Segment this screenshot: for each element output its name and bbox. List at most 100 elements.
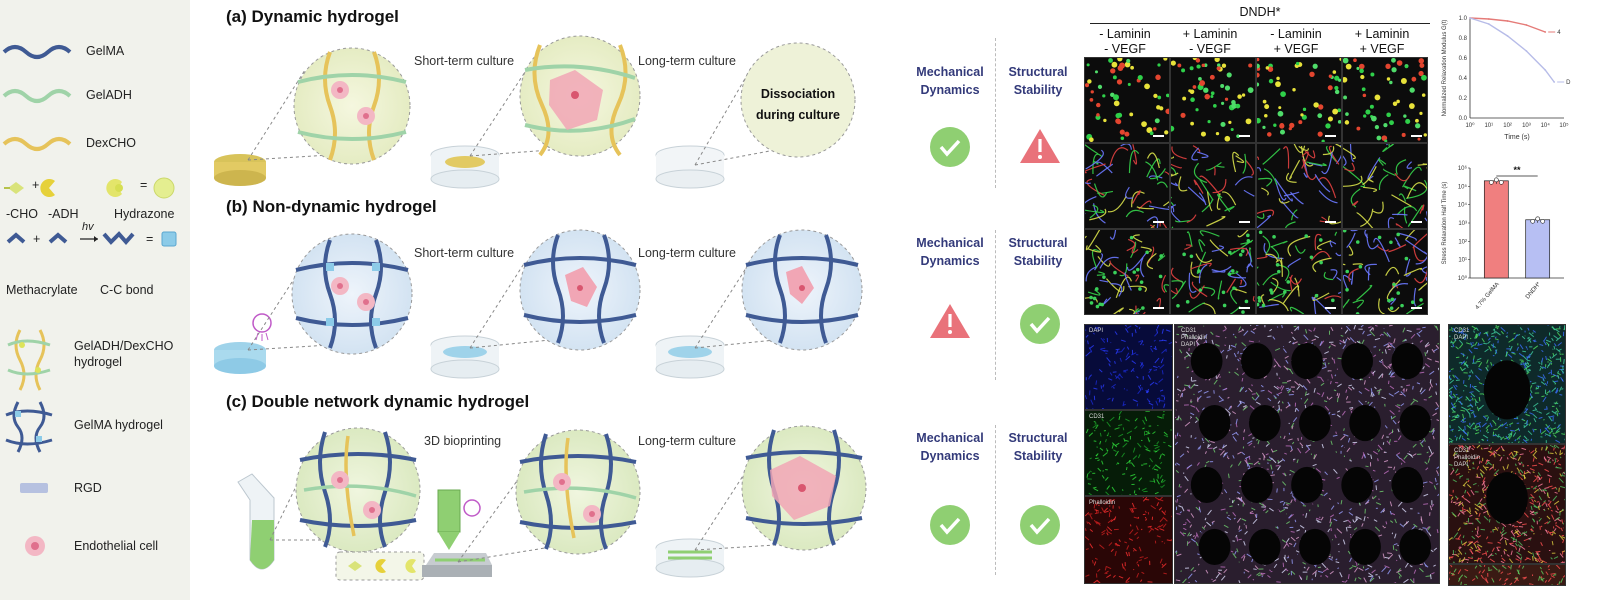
zoom-merged-image: CD31 Phalloidin DAPI — [1448, 444, 1566, 564]
bar-chart-y-tick: 10² — [1458, 239, 1467, 245]
section-b-title-row: (b) Non-dynamic hydrogel — [226, 197, 437, 217]
legend-label-endothelial-cell: Endothelial cell — [74, 539, 159, 553]
status-divider-c — [995, 425, 997, 575]
line-chart-x-tick: 10¹ — [1484, 123, 1493, 129]
legend-label-cho: -CHO — [6, 207, 38, 221]
merged-phalloidin-label: Phalloidin — [1181, 335, 1208, 341]
line-series-2 — [1469, 17, 1555, 83]
line-point — [1487, 23, 1490, 25]
legend-label-gelma: GelMA — [86, 44, 125, 58]
struct-label-a: Structural Stability — [1008, 65, 1068, 97]
line-chart-x-tick: 10⁴ — [1541, 122, 1551, 129]
bar-chart-y-tick: 10⁶ — [1458, 165, 1468, 172]
row-a-drawings — [214, 35, 856, 189]
legend-label-gelma-hydrogel: GelMA hydrogel — [74, 418, 163, 432]
legend-panel: GelMA GelADH DexCHO + = -CHO -ADH Hydraz… — [0, 0, 190, 600]
line-chart-x-tick: 10² — [1503, 123, 1512, 129]
geladh-dexcho-hydrogel-icon — [14, 329, 26, 391]
zoom2-cd31-label: CD31 — [1454, 448, 1470, 454]
check-icon — [930, 505, 970, 545]
methacrylate-icon — [6, 232, 26, 244]
legend-graphics — [2, 45, 177, 556]
micro-tile-r1-c3 — [1256, 57, 1342, 143]
micro-image-grid — [1084, 57, 1428, 315]
section-a-caption-short: Short-term culture — [414, 54, 515, 68]
legend-label-geladh-dexcho-hydrogel: GelADH/DexCHO hydrogel — [74, 339, 174, 369]
check-icon — [1020, 505, 1060, 545]
micro-tile-r2-c3 — [1256, 143, 1342, 229]
line-chart-x-label: Time (s) — [1504, 134, 1529, 141]
section-a-title: Dynamic hydrogel — [251, 7, 399, 26]
micro-col3-header: - Laminin+ VEGF — [1270, 27, 1322, 56]
micro-tile-r2-c1 — [1084, 143, 1170, 229]
micro-col4-header: + Laminin+ VEGF — [1354, 27, 1410, 56]
line-point — [1525, 50, 1528, 52]
significance-label: ** — [1513, 165, 1521, 175]
bar-2 — [1525, 219, 1551, 279]
line-point — [1506, 35, 1509, 37]
line-chart-y-tick: 1.0 — [1459, 16, 1468, 22]
line-chart-y-tick: 0.0 — [1459, 116, 1468, 122]
line-chart-y-tick: 0.6 — [1459, 56, 1468, 62]
line-chart-x-tick: 10⁰ — [1465, 122, 1475, 129]
cc-bond-icon — [102, 231, 135, 246]
section-a-title-row: (a) Dynamic hydrogel — [226, 7, 399, 27]
merged-dapi-label: DAPI — [1181, 342, 1196, 348]
legend-plus-2: + — [33, 232, 41, 246]
warning-icon — [930, 304, 970, 338]
mech-label-c: Mechanical Dynamics — [916, 431, 984, 463]
bar-category-label: 4.7% GelMA — [1475, 281, 1501, 311]
micro-tile-r3-c2 — [1170, 229, 1256, 315]
zoom-dapi-label: DAPI — [1454, 335, 1469, 341]
bar-chart-y-tick: 10⁴ — [1458, 202, 1468, 209]
rgd-icon — [20, 483, 48, 493]
legend-label-cc-bond: C-C bond — [100, 283, 154, 297]
zoom-cd31-label: CD31 — [1454, 328, 1470, 334]
line-point — [1544, 69, 1547, 71]
micro-tile-r3-c3 — [1256, 229, 1342, 315]
dapi-stain-label: DAPI — [1089, 328, 1104, 334]
line-chart-y-tick: 0.8 — [1459, 36, 1468, 42]
line-point — [1506, 20, 1509, 22]
row-c-drawings — [237, 425, 867, 581]
line-chart-y-tick: 0.2 — [1459, 96, 1468, 102]
line-point — [1469, 17, 1471, 19]
bar-data-point — [1535, 216, 1540, 222]
merged-cd31-label: CD31 — [1181, 328, 1197, 334]
bar-data-point — [1499, 180, 1504, 185]
status-icons — [930, 127, 1060, 545]
micro-tile-r3-c1 — [1084, 229, 1170, 315]
line-chart-y-label: Normalized Relaxation Modulus G(t) — [1442, 20, 1448, 117]
section-b-caption-long: Long-term culture — [638, 246, 736, 260]
section-b-title: Non-dynamic hydrogel — [252, 197, 437, 216]
bar-chart-y-tick: 10¹ — [1458, 258, 1467, 264]
legend-label-dexcho: DexCHO — [86, 136, 137, 150]
bar-chart-y-tick: 10³ — [1458, 221, 1467, 227]
zoom2-phalloidin-label: Phalloidin — [1454, 455, 1481, 461]
legend-plus-1: + — [32, 178, 40, 192]
legend-hv: hv — [82, 221, 94, 233]
mech-label-a: Mechanical Dynamics — [916, 65, 984, 97]
cho-icon — [8, 182, 24, 194]
line-chart-x-tick: 10⁵ — [1559, 122, 1569, 129]
struct-label-c: Structural Stability — [1008, 431, 1068, 463]
section-c-caption-long: Long-term culture — [638, 434, 736, 448]
hydrazone-part-icon — [106, 179, 122, 197]
line-legend-label: D — [1566, 80, 1571, 86]
line-chart-y-tick: 0.4 — [1459, 76, 1468, 82]
warning-icon — [1020, 129, 1060, 163]
cd31-channel-image: CD31 — [1084, 410, 1173, 496]
bar-data-point — [1489, 180, 1494, 185]
phalloidin-channel-image: Phalloidin — [1084, 496, 1173, 584]
cd31-stain-label: CD31 — [1089, 414, 1105, 420]
bar-data-point — [1530, 218, 1535, 224]
legend-label-hydrazone: Hydrazone — [114, 207, 175, 221]
dexcho-strand-icon — [2, 137, 72, 151]
bar-chart-y-tick: 10⁵ — [1458, 183, 1468, 190]
zoom2-dapi-label: DAPI — [1454, 462, 1469, 468]
section-b-tag: (b) — [226, 197, 248, 216]
legend-equals-1: = — [140, 178, 148, 192]
bar-1 — [1483, 180, 1509, 279]
hydrazone-icon — [153, 177, 175, 199]
line-chart-x-tick: 10³ — [1522, 123, 1531, 129]
